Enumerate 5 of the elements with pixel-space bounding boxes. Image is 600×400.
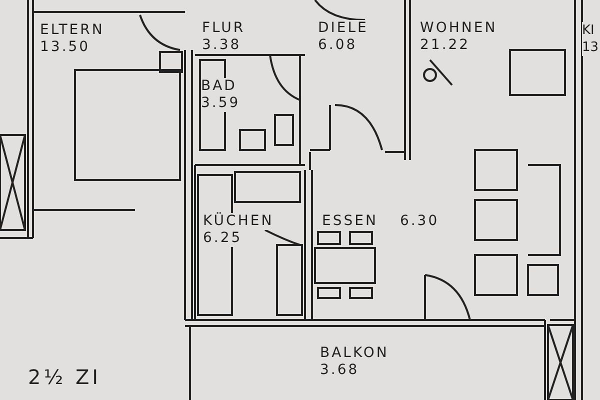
- room-area: 3.59: [201, 95, 240, 112]
- room-name: KI: [582, 22, 594, 39]
- room-area: 13: [582, 39, 599, 56]
- apartment-size-label: 2½ ZI: [28, 365, 102, 389]
- room-name: BAD: [201, 78, 237, 95]
